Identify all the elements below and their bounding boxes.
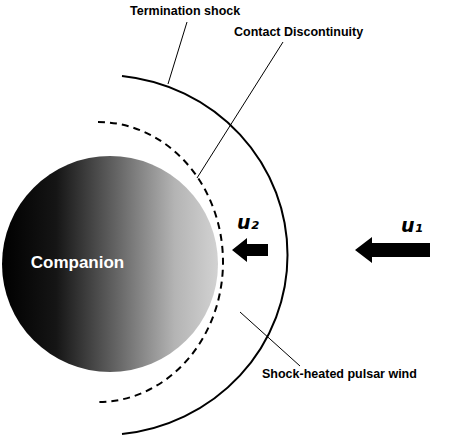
velocity-symbol: u₁	[401, 214, 423, 236]
flow-arrow	[355, 237, 430, 263]
leader-line	[168, 22, 187, 84]
star-disc	[2, 156, 218, 372]
region-label: Termination shock	[130, 4, 240, 18]
node-label: Companion	[20, 253, 135, 273]
companion-star: Companion	[2, 156, 218, 372]
leader-line	[240, 312, 300, 366]
flow-arrow	[232, 238, 268, 262]
leader-line	[197, 42, 283, 178]
region-label: Contact Discontinuity	[234, 25, 363, 39]
velocity-symbol: u₂	[237, 211, 259, 233]
region-label: Shock-heated pulsar wind	[262, 367, 417, 381]
